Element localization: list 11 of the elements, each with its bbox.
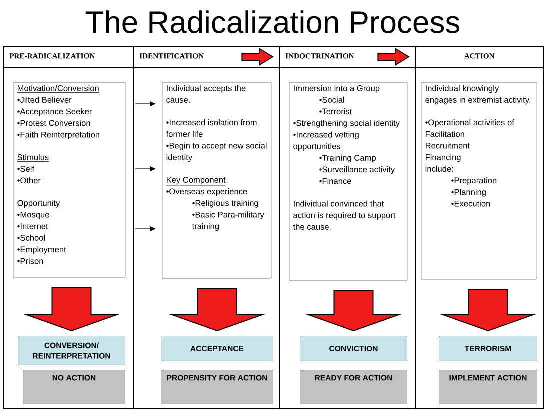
title: The Radicalization Process: [86, 10, 460, 34]
block-arrow: [440, 289, 536, 332]
text-box: Individual accepts the cause. •Increased isolation from former life •Begin to accept new social identity Key Component •Overseas experience •Religious training •Basic Para-military training: [162, 82, 272, 279]
text-box: Motivation/Conversion •Jilted Believer •Acceptance Seeker •Protest Conversion •Faith Reinterpretation Stimulus •Self •Other Opportunity •Mosque •Internet •School •Employment •Prison: [13, 82, 126, 278]
block-arrow: [306, 290, 402, 332]
block-arrow: [24, 287, 120, 332]
text-box: Immersion into a Group •Social •Terrorist •Strengthening social identity •Increased vetting opportunities •Training Camp •Surveillance activity •Finance Individual convinced that action is required to support the cause.: [289, 82, 408, 281]
text-box: Individual knowingly engages in extremist activity. •Operational activities of Facilitation Recruitment Financing include: •Preparation •Planning •Execution: [421, 82, 537, 280]
block-arrow: [242, 48, 274, 66]
block-arrow: [169, 288, 266, 332]
block-arrow: [378, 48, 410, 66]
